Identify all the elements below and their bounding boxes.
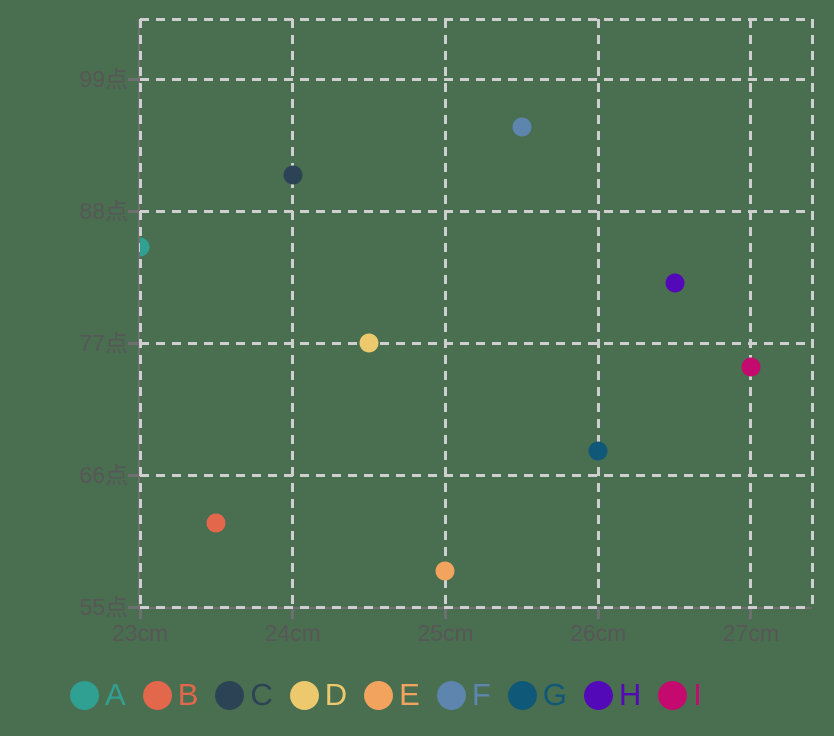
y-tick-55 [128, 605, 138, 609]
y-tick-label-77: 77点 [79, 330, 128, 356]
v-gridline-27 [749, 19, 753, 607]
h-gridline-99 [140, 77, 812, 81]
legend-item-D: D [289, 677, 348, 713]
x-tick-24 [291, 609, 295, 619]
x-tick-label-24: 24cm [264, 620, 321, 646]
point-I [741, 357, 761, 377]
legend-item-B: B [142, 677, 199, 713]
x-tick-23 [138, 609, 142, 619]
y-tick-label-99: 99点 [79, 66, 128, 92]
point-C [283, 165, 303, 185]
legend-item-C: C [215, 677, 273, 713]
legend-label-C: C [250, 677, 273, 712]
legend-item-G: G [507, 677, 567, 713]
y-tick-label-55: 55点 [79, 594, 128, 620]
y-tick-label-88: 88点 [79, 198, 128, 224]
point-F [512, 117, 532, 137]
legend-label-A: A [105, 677, 126, 712]
points-layer [140, 19, 812, 607]
legend-label-B: B [177, 677, 199, 712]
v-gridline-25 [443, 19, 447, 607]
legend-label-D: D [324, 677, 348, 712]
h-gridline-66 [140, 473, 812, 477]
legend-label-G: G [542, 677, 567, 712]
v-gridline-27.4 [810, 19, 814, 607]
legend-dot-C [215, 680, 245, 710]
legend-dot-G [507, 680, 537, 710]
h-gridline-55 [140, 605, 812, 609]
y-tick-99 [128, 77, 138, 81]
legend-dot-I [658, 680, 688, 710]
legend-item-F: F [436, 677, 491, 713]
y-tick-66 [128, 473, 138, 477]
v-gridline-26 [596, 19, 600, 607]
legend-dot-D [289, 680, 319, 710]
legend-label-E: E [399, 677, 420, 712]
legend-dot-H [583, 680, 613, 710]
legend-label-F: F [471, 677, 491, 712]
v-gridline-24 [291, 19, 295, 607]
legend-item-E: E [364, 677, 420, 713]
y-tick-88 [128, 209, 138, 213]
v-gridline-23 [138, 19, 142, 607]
point-E [435, 561, 455, 581]
legend-item-H: H [583, 677, 642, 713]
h-gridline-77 [140, 341, 812, 345]
x-tick-label-27: 27cm [722, 620, 780, 646]
y-tick-label-66: 66点 [79, 462, 128, 488]
h-gridline-88 [140, 209, 812, 213]
plot-area [128, 17, 814, 619]
point-H [665, 273, 685, 293]
x-tick-26 [596, 609, 600, 619]
legend: A B C D E F G H I [70, 675, 702, 715]
legend-label-I: I [693, 677, 702, 712]
point-A [140, 237, 150, 257]
legend-item-A: A [70, 677, 126, 713]
h-gridline-104 [140, 17, 812, 21]
x-tick-label-26: 26cm [570, 620, 627, 646]
x-tick-label-25: 25cm [417, 620, 474, 646]
x-tick-27 [749, 609, 753, 619]
legend-dot-A [70, 680, 99, 710]
legend-dot-F [436, 680, 466, 710]
legend-item-I: I [658, 677, 702, 713]
point-G [588, 441, 608, 461]
point-D [359, 333, 379, 353]
y-tick-77 [128, 341, 138, 345]
legend-dot-E [364, 680, 394, 710]
legend-label-H: H [618, 677, 642, 712]
point-B [206, 513, 226, 533]
x-tick-label-23: 23cm [111, 620, 169, 646]
legend-dot-B [142, 680, 172, 710]
x-tick-25 [443, 609, 447, 619]
